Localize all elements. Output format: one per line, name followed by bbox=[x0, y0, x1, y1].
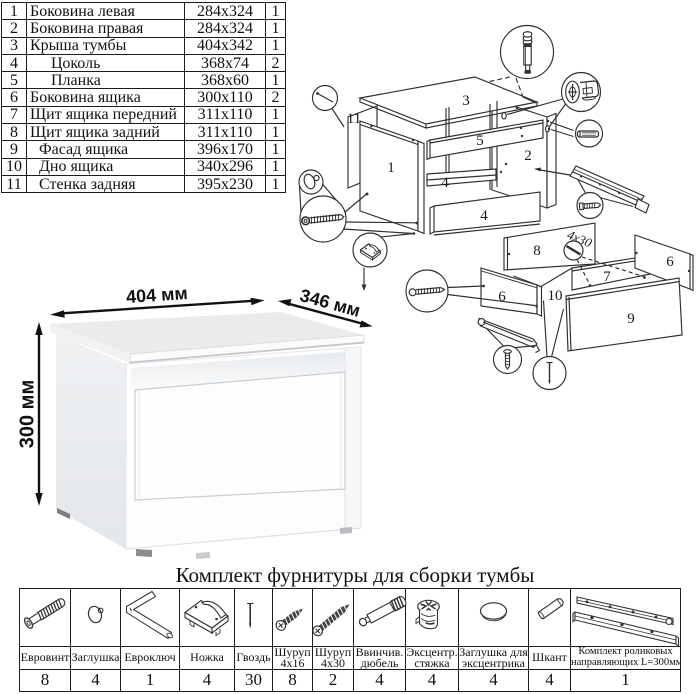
svg-text:300 мм: 300 мм bbox=[17, 380, 39, 449]
svg-text:3: 3 bbox=[462, 93, 470, 109]
svg-text:2: 2 bbox=[524, 148, 532, 164]
svg-text:8: 8 bbox=[533, 243, 541, 259]
svg-text:4: 4 bbox=[441, 175, 449, 191]
svg-text:4: 4 bbox=[480, 208, 488, 224]
svg-text:5: 5 bbox=[476, 133, 484, 149]
svg-text:6: 6 bbox=[498, 289, 506, 305]
svg-text:10: 10 bbox=[548, 288, 563, 304]
svg-text:7: 7 bbox=[603, 269, 611, 285]
svg-text:9: 9 bbox=[627, 311, 635, 327]
svg-text:1: 1 bbox=[387, 160, 395, 176]
svg-text:404 мм: 404 мм bbox=[126, 283, 189, 307]
svg-text:6: 6 bbox=[666, 254, 674, 270]
svg-text:4x30: 4x30 bbox=[565, 227, 595, 251]
svg-text:11: 11 bbox=[347, 111, 361, 127]
svg-text:346 мм: 346 мм bbox=[298, 285, 363, 321]
